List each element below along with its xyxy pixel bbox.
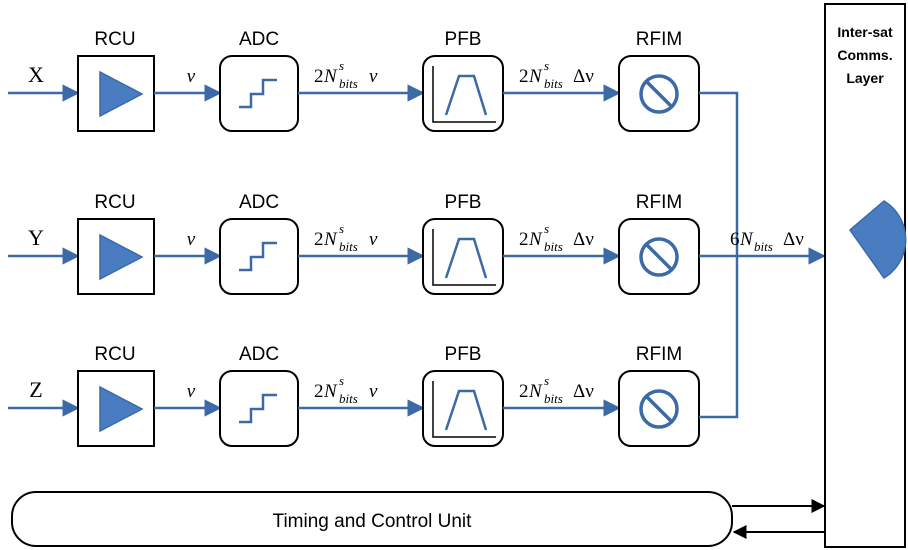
- input-label: X: [28, 62, 44, 87]
- timing-control-label: Timing and Control Unit: [273, 511, 473, 532]
- svg-text:2: 2: [519, 229, 529, 250]
- svg-text:Δν: Δν: [783, 229, 804, 250]
- signal-nu: ν: [187, 66, 196, 87]
- signal-nu: ν: [187, 381, 196, 402]
- intersat-label-line3: Layer: [846, 70, 884, 86]
- svg-text:s: s: [339, 58, 344, 73]
- svg-text:2: 2: [519, 381, 529, 402]
- rcu-label: RCU: [94, 344, 135, 365]
- filter-response-icon: [432, 381, 496, 438]
- svg-text:s: s: [339, 373, 344, 388]
- svg-text:s: s: [544, 221, 549, 236]
- intersat-label-line1: Inter-sat: [837, 24, 893, 40]
- intersat-label-line2: Comms.: [837, 47, 892, 63]
- amplifier-icon: [99, 233, 144, 281]
- svg-text:N: N: [323, 66, 338, 87]
- svg-text:bits: bits: [339, 391, 358, 406]
- staircase-icon: [239, 241, 277, 272]
- adc-label: ADC: [239, 344, 279, 365]
- rfim-label: RFIM: [636, 192, 682, 213]
- svg-text:bits: bits: [339, 239, 358, 254]
- pfb-label: PFB: [445, 192, 482, 213]
- pfb-block: [422, 55, 504, 132]
- svg-text:ν: ν: [369, 66, 378, 87]
- svg-text:ν: ν: [369, 229, 378, 250]
- svg-text:N: N: [528, 381, 543, 402]
- filter-response-icon: [432, 229, 496, 286]
- svg-text:s: s: [544, 373, 549, 388]
- svg-text:N: N: [739, 229, 754, 250]
- svg-text:N: N: [528, 66, 543, 87]
- filter-response-icon: [432, 66, 496, 123]
- svg-text:s: s: [544, 58, 549, 73]
- pfb-block: [422, 370, 504, 447]
- staircase-icon: [239, 393, 277, 424]
- svg-text:N: N: [323, 229, 338, 250]
- pfb-label: PFB: [445, 29, 482, 50]
- adc-label: ADC: [239, 192, 279, 213]
- svg-text:s: s: [339, 221, 344, 236]
- svg-text:bits: bits: [544, 76, 563, 91]
- pfb-block: [422, 218, 504, 295]
- svg-text:N: N: [323, 381, 338, 402]
- prohibited-icon: [639, 389, 679, 429]
- input-label: Z: [29, 377, 42, 402]
- staircase-icon: [239, 78, 277, 109]
- svg-text:Δν: Δν: [573, 229, 594, 250]
- svg-text:2: 2: [314, 66, 324, 87]
- rfim-label: RFIM: [636, 344, 682, 365]
- svg-text:bits: bits: [754, 239, 773, 254]
- rcu-label: RCU: [94, 192, 135, 213]
- timing-control-unit: [11, 491, 733, 547]
- svg-text:2: 2: [314, 229, 324, 250]
- prohibited-icon: [639, 237, 679, 277]
- svg-text:Δν: Δν: [573, 381, 594, 402]
- amplifier-icon: [99, 70, 144, 118]
- pfb-label: PFB: [445, 344, 482, 365]
- svg-text:2: 2: [314, 381, 324, 402]
- svg-text:N: N: [528, 229, 543, 250]
- svg-text:2: 2: [519, 66, 529, 87]
- intersat-comms-layer: [824, 3, 906, 548]
- input-label: Y: [28, 225, 44, 250]
- rcu-label: RCU: [94, 29, 135, 50]
- rfim-label: RFIM: [636, 29, 682, 50]
- svg-text:bits: bits: [544, 391, 563, 406]
- svg-text:Δν: Δν: [573, 66, 594, 87]
- antenna-dish-icon: [848, 200, 907, 280]
- merge-bus: [699, 91, 826, 419]
- prohibited-icon: [639, 74, 679, 114]
- svg-text:bits: bits: [544, 239, 563, 254]
- svg-text:ν: ν: [369, 381, 378, 402]
- svg-text:6: 6: [730, 229, 740, 250]
- amplifier-icon: [99, 385, 144, 433]
- svg-text:bits: bits: [339, 76, 358, 91]
- adc-label: ADC: [239, 29, 279, 50]
- signal-nu: ν: [187, 229, 196, 250]
